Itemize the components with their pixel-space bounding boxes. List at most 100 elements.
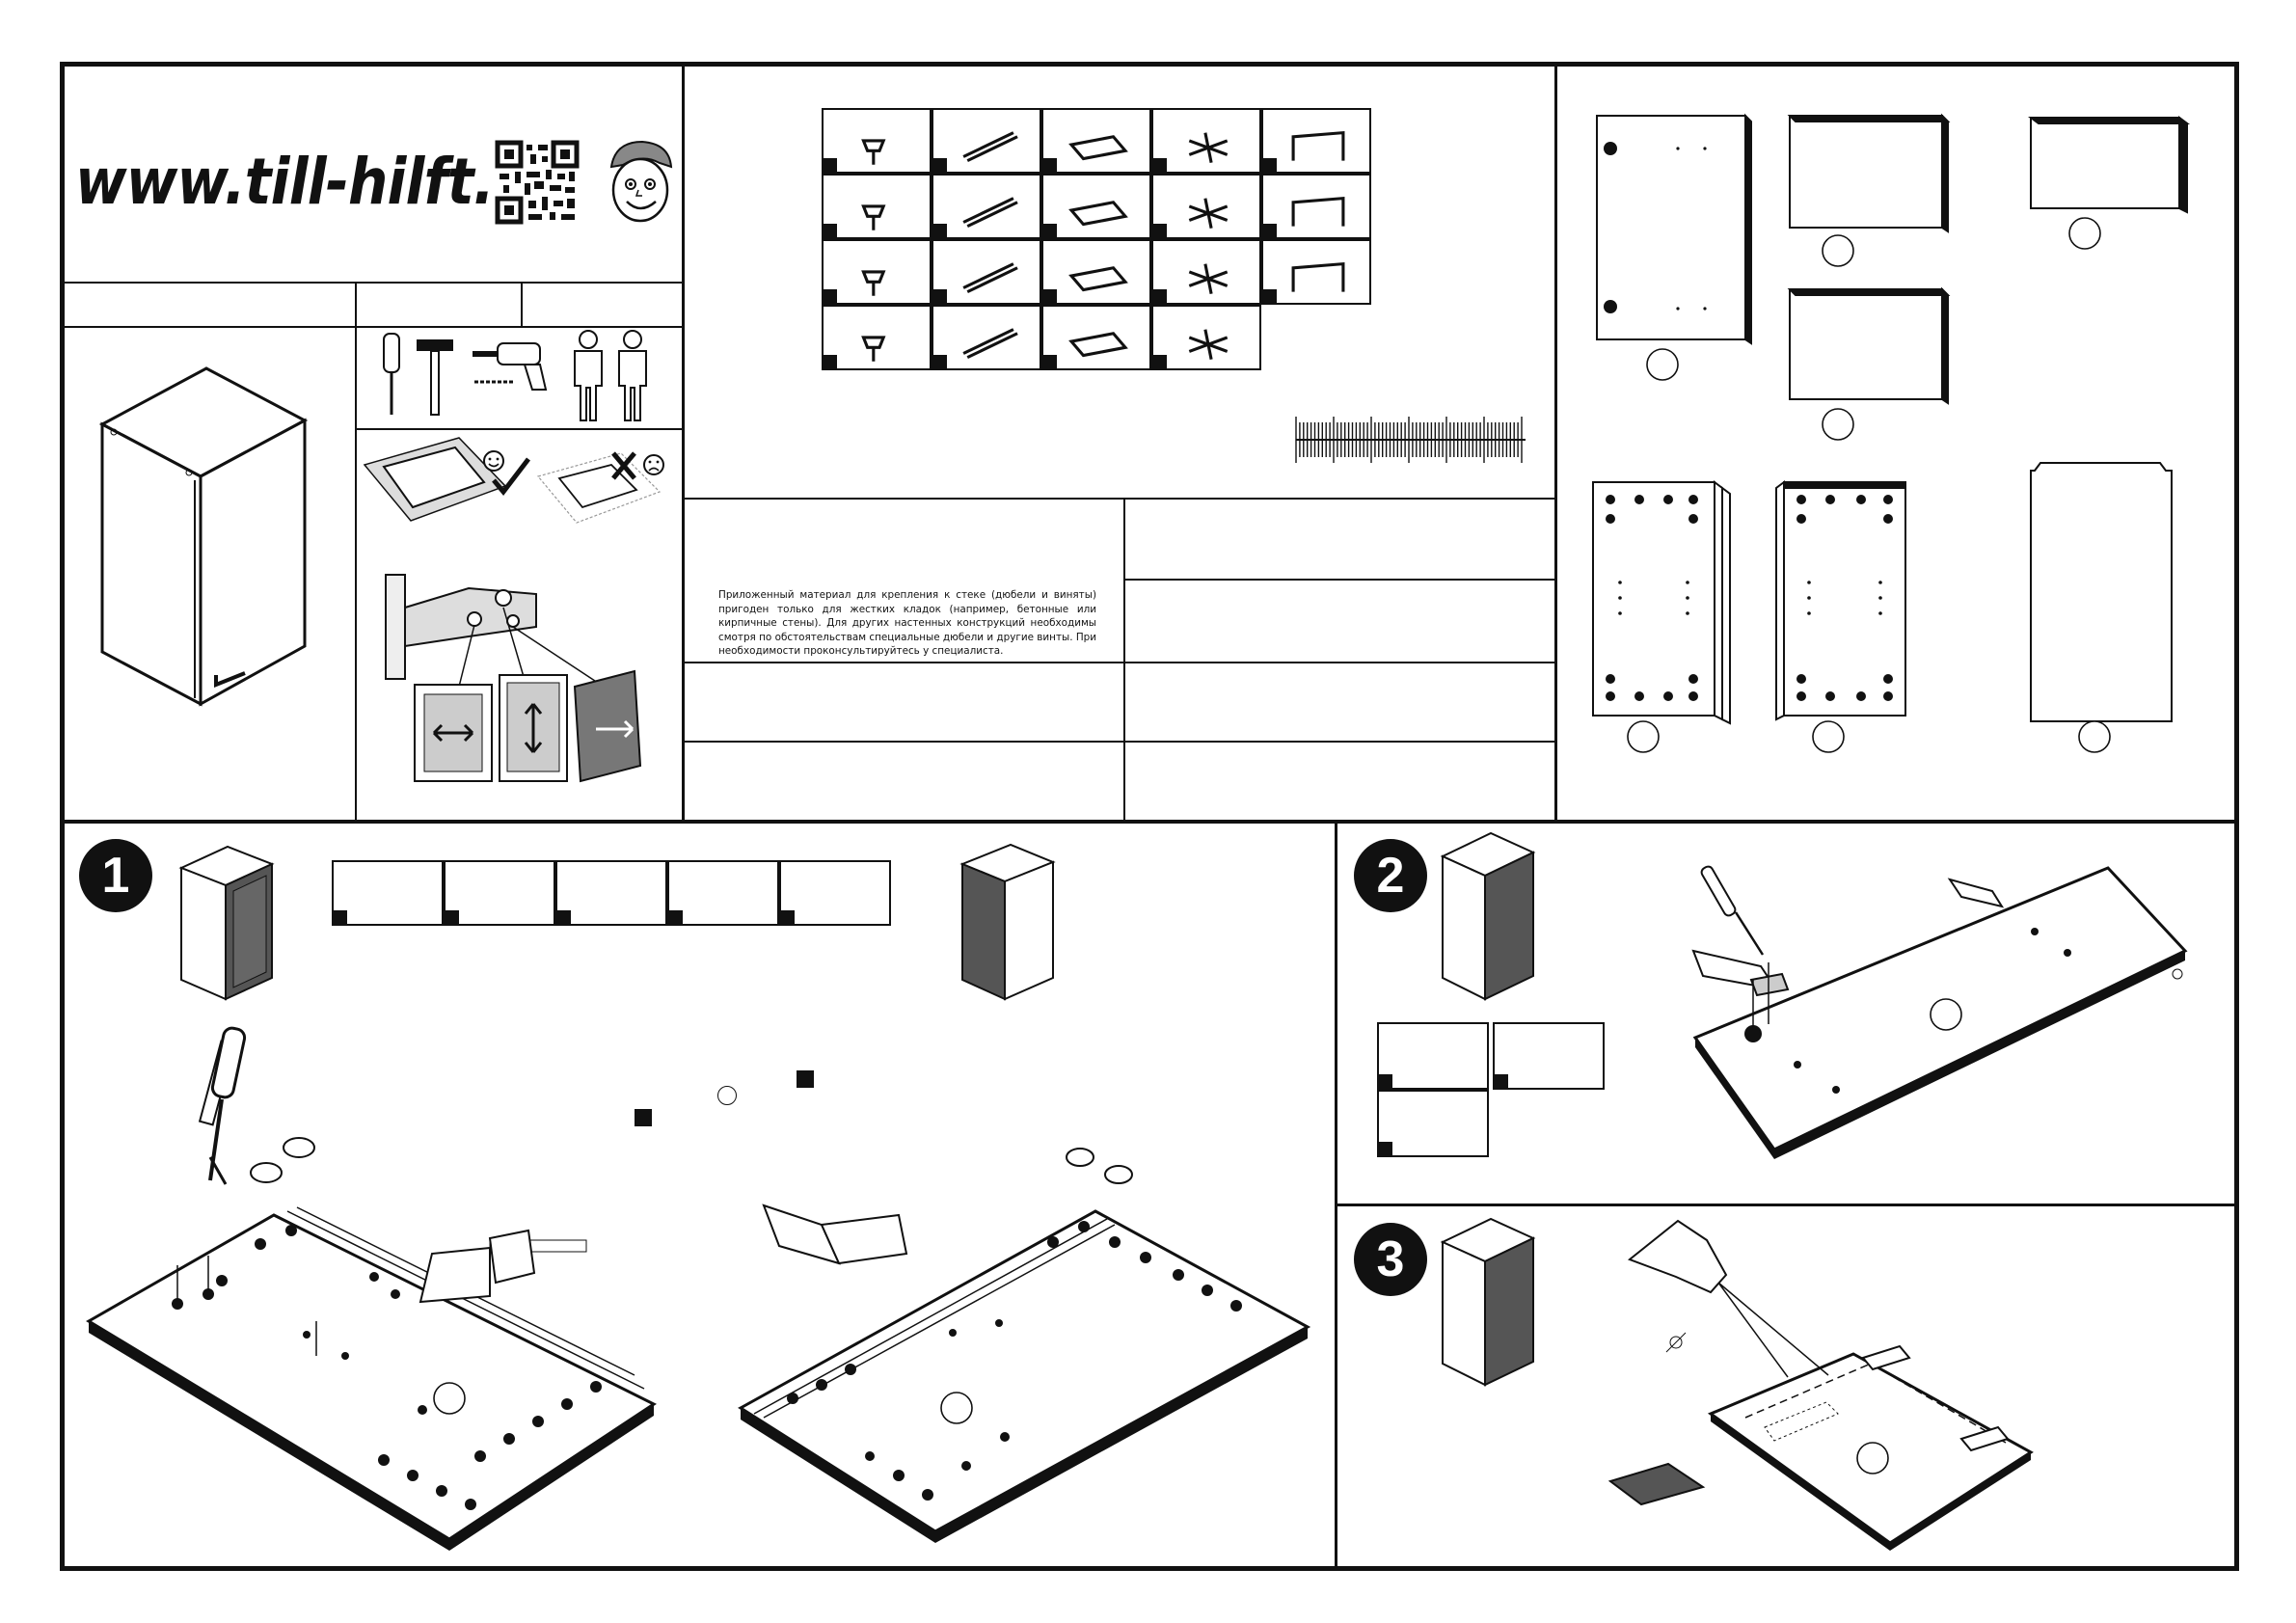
- part-marker: [446, 910, 459, 924]
- step-3-hinge-drilling: [1607, 1219, 2034, 1551]
- hardware-part-tile: [932, 239, 1041, 305]
- hardware-part-tile: [779, 860, 891, 926]
- part-marker: [1153, 224, 1167, 237]
- part-marker: [933, 355, 947, 368]
- part-marker: [933, 289, 947, 303]
- cabinet-carcass-open: [178, 845, 275, 1001]
- hardware-part-icon: [1068, 201, 1128, 227]
- hardware-part-tile: [1261, 239, 1371, 305]
- drill-icon: [473, 342, 548, 391]
- divider: [682, 62, 685, 824]
- hardware-part-icon: [1068, 332, 1128, 358]
- hardware-part-icon: [861, 139, 886, 165]
- hardware-part-tile: [332, 860, 444, 926]
- part-marker: [1043, 355, 1057, 368]
- hardware-part-tile: [822, 174, 932, 239]
- hardware-part-tile: [1261, 174, 1371, 239]
- cabinet-carcass-step-2: [1440, 831, 1536, 1001]
- screwdriver-icon: [208, 1026, 247, 1181]
- hardware-part-icon: [1068, 266, 1128, 292]
- part-marker: [334, 910, 347, 924]
- part-marker: [1043, 289, 1057, 303]
- part-marker: [781, 910, 795, 924]
- hardware-part-tile: [1151, 305, 1261, 370]
- part-marker: [1263, 224, 1277, 237]
- hardware-part-tile: [667, 860, 779, 926]
- hardware-part-tile: [1041, 305, 1151, 370]
- divider: [1554, 62, 1557, 824]
- hardware-part-icon: [861, 336, 886, 362]
- part-marker: [824, 355, 837, 368]
- callout-circle: [717, 1086, 737, 1105]
- website-url: www.till-hilft.de: [75, 145, 571, 219]
- hardware-part-tile: [822, 239, 932, 305]
- hardware-part-tile: [822, 305, 932, 370]
- divider: [682, 662, 1557, 663]
- hardware-part-tile: [1041, 108, 1151, 174]
- part-marker: [1043, 158, 1057, 172]
- hardware-part-tile: [1493, 1022, 1605, 1090]
- two-persons-icon: [574, 330, 647, 421]
- hardware-part-icon: [1188, 329, 1229, 361]
- hardware-part-tile: [1261, 108, 1371, 174]
- hinge-adjustment-illustration: [385, 574, 642, 783]
- hardware-part-icon: [1291, 130, 1345, 161]
- screwdriver-icon: [383, 333, 400, 415]
- hardware-part-icon: [861, 204, 886, 230]
- hardware-part-tile: [555, 860, 667, 926]
- wall-fixing-notice: Приложенный материал для крепления к сте…: [718, 589, 1096, 657]
- step-1-bottom-board-right: [738, 1148, 1311, 1543]
- part-marker: [933, 158, 947, 172]
- divider: [60, 326, 685, 328]
- hardware-part-tile: [1041, 239, 1151, 305]
- cabinet-illustration: [98, 366, 309, 707]
- divider: [1123, 498, 1125, 824]
- hammer-icon: [417, 339, 453, 416]
- hardware-part-icon: [1188, 132, 1229, 164]
- mascot-face-icon: [609, 140, 673, 223]
- hardware-part-tile: [444, 860, 555, 926]
- part-marker: [1263, 158, 1277, 172]
- hardware-part-tile: [1151, 174, 1261, 239]
- hardware-part-tile: [1151, 108, 1261, 174]
- part-marker: [1379, 1142, 1392, 1155]
- step-1-bottom-board-left: [86, 1040, 657, 1551]
- part-marker: [557, 910, 571, 924]
- hardware-part-tile: [1377, 1090, 1489, 1157]
- hardware-part-tile: [932, 174, 1041, 239]
- divider: [355, 428, 685, 430]
- part-marker: [1153, 355, 1167, 368]
- part-marker: [824, 289, 837, 303]
- part-marker: [1153, 158, 1167, 172]
- hardware-part-tile: [1041, 174, 1151, 239]
- divider: [682, 741, 1557, 743]
- part-marker: [1263, 289, 1277, 303]
- hardware-part-tile: [932, 108, 1041, 174]
- hardware-part-icon: [1291, 196, 1345, 227]
- divider: [1123, 579, 1557, 581]
- frown-cross-icon: [611, 451, 664, 480]
- part-marker: [797, 1070, 814, 1088]
- instruction-sheet-frame: [60, 62, 2239, 1571]
- part-marker: [1495, 1074, 1508, 1088]
- divider: [355, 282, 357, 822]
- measurement-ruler: [1295, 417, 1526, 463]
- panels-overview: [1592, 113, 2190, 753]
- part-marker: [824, 224, 837, 237]
- hardware-part-tile: [1377, 1022, 1489, 1090]
- hardware-part-icon: [861, 270, 886, 296]
- hardware-part-icon: [1291, 261, 1345, 292]
- divider: [60, 282, 685, 284]
- hardware-part-icon: [962, 328, 1018, 360]
- part-marker: [1379, 1074, 1392, 1088]
- part-marker: [1043, 224, 1057, 237]
- step-1-number: 1: [79, 839, 152, 912]
- cabinet-carcass-step-3: [1440, 1217, 1536, 1387]
- divider: [60, 820, 2239, 824]
- hardware-part-icon: [1068, 135, 1128, 161]
- hardware-part-icon: [962, 197, 1018, 229]
- smile-check-icon: [483, 450, 530, 497]
- hardware-part-tile: [1151, 239, 1261, 305]
- step-2-door-hinge-mounting: [1691, 865, 2188, 1159]
- work-surface-good: [363, 437, 507, 522]
